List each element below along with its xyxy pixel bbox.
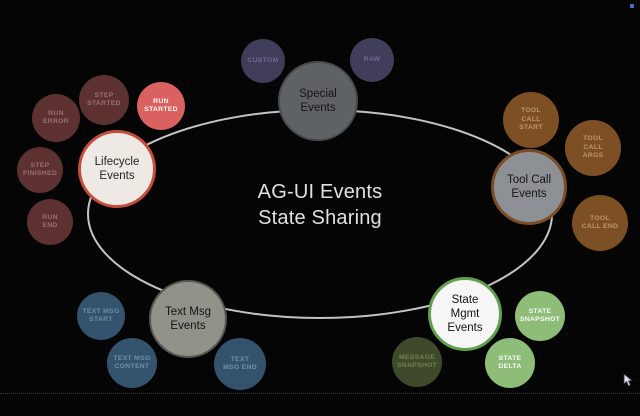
divider-dotted-line bbox=[0, 393, 640, 394]
blue-marker-dot bbox=[630, 4, 634, 8]
node-custom: CUSTOM bbox=[241, 39, 285, 83]
page-title: AG-UI Events State Sharing bbox=[228, 179, 412, 231]
page-title-line2: State Sharing bbox=[258, 207, 382, 229]
node-label: CUSTOM bbox=[247, 56, 279, 64]
page-title-line1: AG-UI Events bbox=[257, 181, 383, 203]
node-raw: RAW bbox=[350, 38, 394, 82]
mouse-cursor-icon bbox=[623, 374, 634, 387]
node-label: RAW bbox=[363, 55, 381, 63]
